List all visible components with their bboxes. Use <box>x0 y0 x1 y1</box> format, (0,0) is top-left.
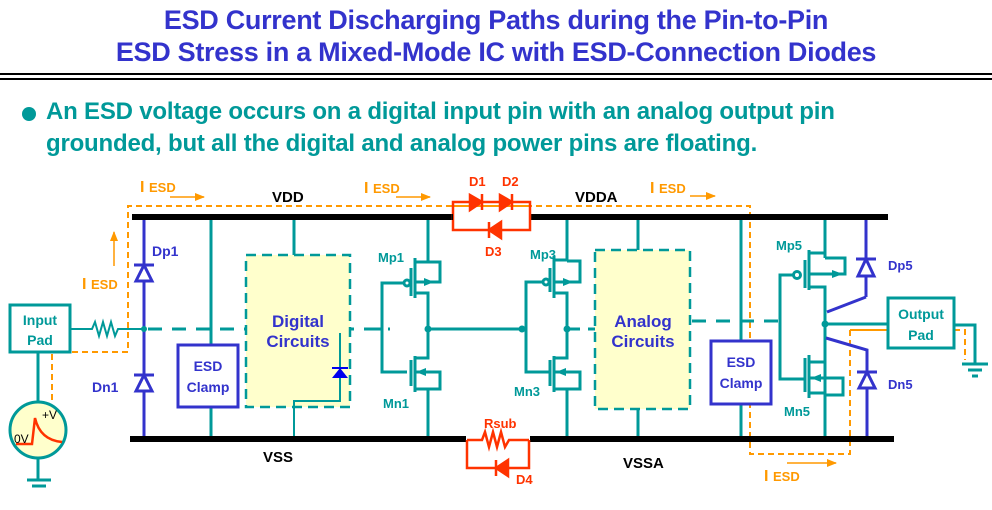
dn1-label: Dn1 <box>92 379 119 395</box>
output-pad-line-1: Output <box>898 306 944 322</box>
svg-text:ESD: ESD <box>149 180 176 195</box>
mn5-label: Mn5 <box>784 404 810 419</box>
output-pad: Output Pad <box>886 296 988 378</box>
vssa-label: VSSA <box>623 455 664 472</box>
svg-text:I: I <box>82 276 86 293</box>
esd-clamp-left: ESD Clamp <box>176 220 240 436</box>
esd-clamp-left-line-1: ESD <box>194 358 223 374</box>
analog-circuits-line-1: Analog <box>614 312 672 331</box>
mp3-label: Mp3 <box>530 247 556 262</box>
svg-text:I: I <box>650 180 654 197</box>
title-line-2: ESD Stress in a Mixed-Mode IC with ESD-C… <box>115 37 877 67</box>
connection-network-vss <box>465 427 531 479</box>
svg-text:I: I <box>140 179 144 196</box>
esd-clamp-right-line-2: Clamp <box>720 375 763 391</box>
title-rule-top <box>0 73 992 75</box>
vdd-label: VDD <box>272 189 304 206</box>
vss-label: VSS <box>263 449 293 466</box>
digital-circuits-line-1: Digital <box>272 312 324 331</box>
d2-label: D2 <box>502 174 519 189</box>
svg-text:I: I <box>764 468 768 485</box>
bullet-line-2: grounded, but all the digital and analog… <box>46 130 758 157</box>
source-high-label: +V <box>42 408 57 422</box>
esd-clamp-left-line-2: Clamp <box>187 379 230 395</box>
analog-circuits-block: Analog Circuits <box>593 220 692 436</box>
input-pad: Input Pad <box>8 303 72 354</box>
output-esd-diodes <box>825 220 878 436</box>
mn1-label: Mn1 <box>383 396 409 411</box>
mn3-label: Mn3 <box>514 384 540 399</box>
title-line-1: ESD Current Discharging Paths during the… <box>163 5 829 35</box>
dp1-label: Dp1 <box>152 243 179 259</box>
analog-circuits-line-2: Circuits <box>611 332 674 351</box>
iesd-label-input-top: I ESD <box>140 179 205 201</box>
svg-text:I: I <box>364 180 368 197</box>
rsub-label: Rsub <box>484 416 517 431</box>
svg-text:ESD: ESD <box>91 277 118 292</box>
esd-clamp-right: ESD Clamp <box>709 220 773 436</box>
output-pad-line-2: Pad <box>908 327 934 343</box>
output-stage <box>778 220 888 436</box>
iesd-label-vdda: I ESD <box>650 180 716 200</box>
input-resistor <box>70 318 145 340</box>
source-low-label: 0V <box>14 432 29 446</box>
svg-text:ESD: ESD <box>373 181 400 196</box>
digital-circuits-block: Digital Circuits <box>244 220 352 436</box>
mp5-label: Mp5 <box>776 238 802 253</box>
bullet-line-1: An ESD voltage occurs on a digital input… <box>46 98 835 125</box>
esd-clamp-right-line-1: ESD <box>727 354 756 370</box>
iesd-label-output: I ESD <box>764 459 837 485</box>
esd-voltage-source: +V 0V <box>8 352 68 488</box>
svg-text:ESD: ESD <box>659 181 686 196</box>
dn5-label: Dn5 <box>888 377 913 392</box>
input-pad-line-1: Input <box>23 312 58 328</box>
vdda-label: VDDA <box>575 189 618 206</box>
iesd-label-vdd: I ESD <box>364 180 431 201</box>
iesd-label-input-up: I ESD <box>82 231 118 293</box>
d4-label: D4 <box>516 472 533 487</box>
d1-label: D1 <box>469 174 486 189</box>
d3-label: D3 <box>485 244 502 259</box>
svg-text:ESD: ESD <box>773 469 800 484</box>
bullet-icon <box>22 107 36 121</box>
dp5-label: Dp5 <box>888 258 913 273</box>
connection-diodes-vdd <box>451 192 532 241</box>
mp1-label: Mp1 <box>378 250 404 265</box>
input-pad-line-2: Pad <box>27 332 53 348</box>
title-rule-bottom <box>0 78 992 80</box>
digital-circuits-line-2: Circuits <box>266 332 329 351</box>
